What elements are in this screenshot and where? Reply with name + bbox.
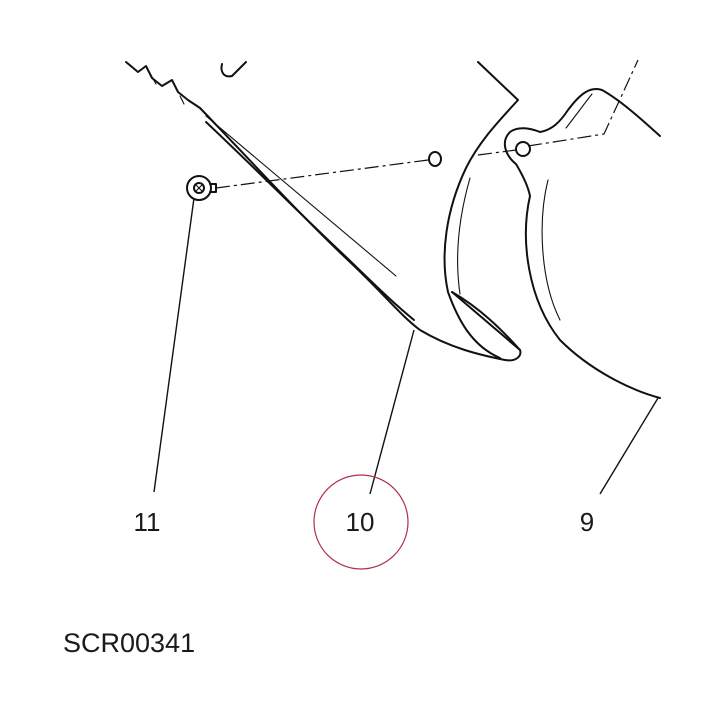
curved-bracket (443, 61, 521, 359)
part-10-cover-panel (125, 61, 522, 362)
part-9-housing (503, 88, 661, 399)
callout-11: 11 (134, 507, 161, 537)
reference-code: SCR00341 (63, 628, 195, 658)
callout-10: 10 (346, 507, 375, 537)
highlight-circle (313, 474, 409, 570)
mounting-hole (428, 151, 442, 167)
assembly-axis-lines (215, 59, 639, 189)
screw-icon (186, 175, 217, 201)
leader-lines (153, 197, 659, 495)
callout-9: 9 (580, 507, 594, 537)
